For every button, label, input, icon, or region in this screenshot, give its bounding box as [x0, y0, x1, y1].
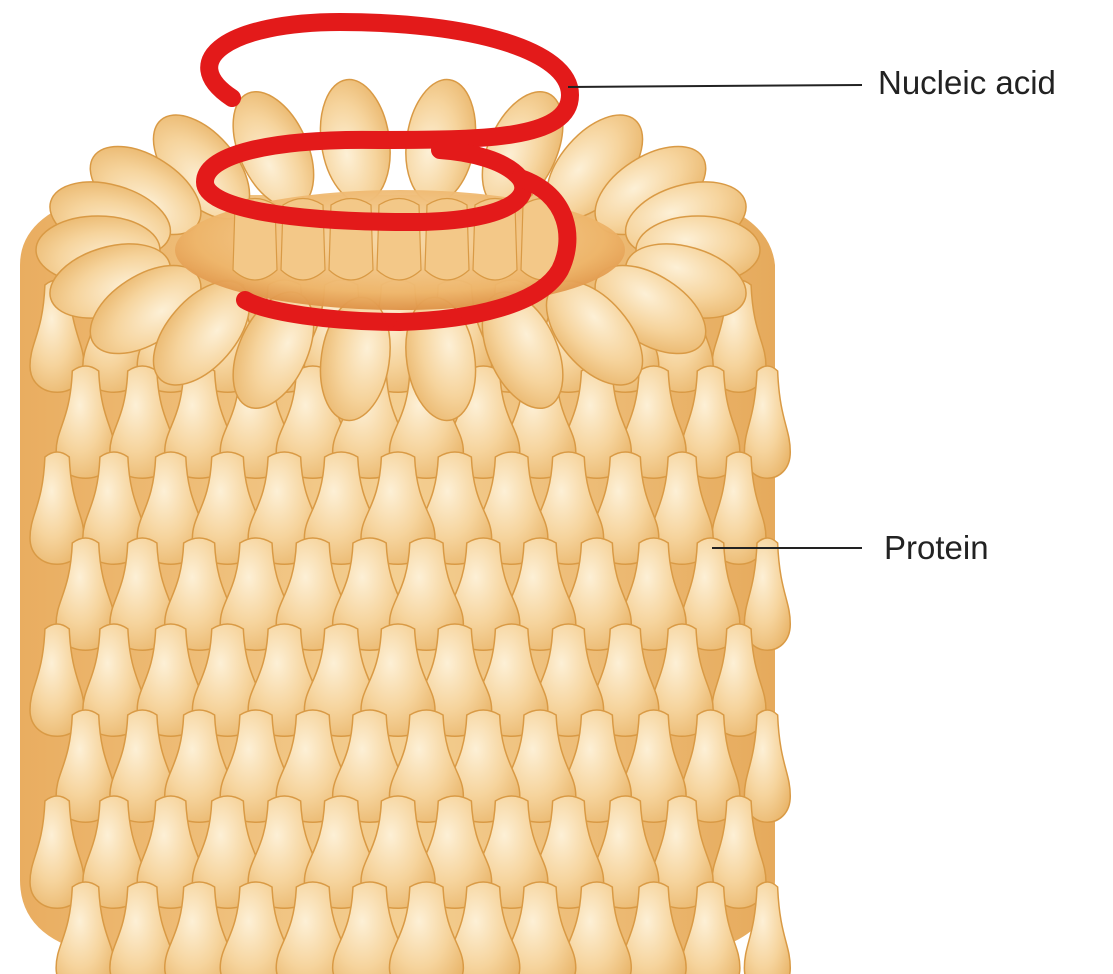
nucleic-acid-leader-line — [568, 85, 862, 87]
inner-capsomere — [377, 199, 421, 281]
inner-capsomere — [329, 199, 373, 281]
nucleic-acid-label: Nucleic acid — [878, 66, 1056, 99]
protein-label: Protein — [884, 531, 989, 564]
